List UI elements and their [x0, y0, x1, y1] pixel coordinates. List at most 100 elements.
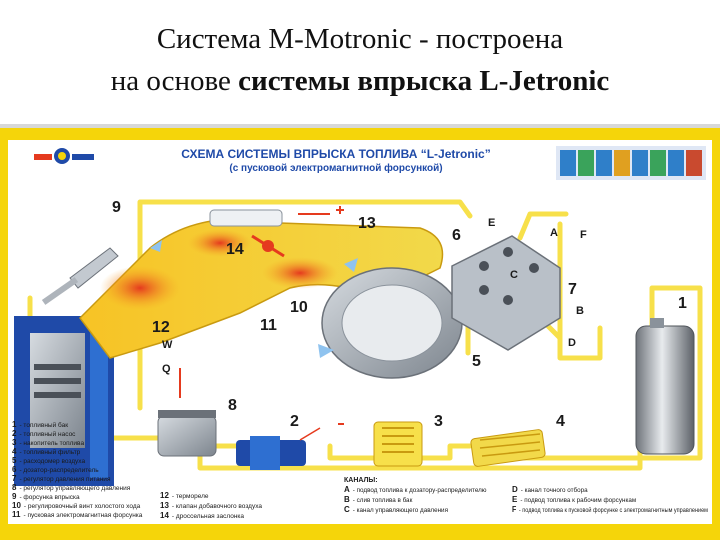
letter-e: E	[488, 217, 495, 229]
legend-mid-num: 13	[160, 501, 169, 510]
fuel-injection-poster: СХЕМА СИСТЕМЫ ВПРЫСКА ТОПЛИВА “L-Jetroni…	[0, 128, 720, 540]
svg-text:13- клапан добавочного воздуха: 13- клапан добавочного воздуха	[160, 501, 262, 510]
fuel-distributor	[451, 235, 561, 351]
callout-10: 10	[290, 299, 308, 316]
legend-left-num: 4	[12, 447, 17, 456]
fuel-pump	[236, 427, 321, 470]
svg-text:10- регулировочный винт холост: 10- регулировочный винт холостого хода	[12, 501, 141, 510]
poster-logo	[34, 148, 94, 164]
svg-text:A- подвод топлива к дозатору-р: A- подвод топлива к дозатору-распределит…	[344, 485, 487, 494]
legend-left-text: - регулятор управляющего давления	[19, 485, 130, 492]
callout-numbers: 1 2 3 4 5 6 7 8 9 10 11 12 13 14	[112, 199, 687, 430]
letter-w: W	[162, 339, 173, 351]
poster-header-line-2: (с пусковой электромагнитной форсункой)	[229, 162, 442, 174]
callout-14: 14	[226, 241, 244, 258]
warm-up-regulator	[157, 410, 217, 457]
legend-mid-num: 14	[160, 511, 169, 520]
legend-right-title: КАНАЛЫ:	[344, 477, 378, 484]
legend-mid-num: 12	[160, 491, 169, 500]
callout-7: 7	[568, 281, 577, 298]
svg-text:7- регулятор давления питания: 7- регулятор давления питания	[12, 474, 111, 483]
legend-right-text: - подвод топлива к рабочим форсункам	[520, 496, 636, 504]
legend-left-num: 9	[12, 492, 17, 501]
legend-mid: 12- термореле 13- клапан добавочного воз…	[160, 491, 262, 520]
legend-left-text: - регулировочный винт холостого хода	[24, 502, 141, 510]
svg-text:8- регулятор управляющего давл: 8- регулятор управляющего давления	[12, 483, 131, 492]
callout-6: 6	[452, 227, 461, 244]
legend-left-num: 11	[12, 510, 21, 519]
callout-2: 2	[290, 413, 299, 430]
legend-left-num: 5	[12, 456, 17, 465]
legend-left-text: - топливный бак	[19, 421, 68, 429]
letter-b: B	[576, 305, 584, 317]
title-line-1: Система M-Motronic - построена	[156, 23, 564, 55]
svg-text:3- накопитель топлива: 3- накопитель топлива	[12, 438, 84, 447]
legend-right-num: C	[344, 505, 350, 514]
legend-left-num: 8	[12, 483, 17, 492]
callout-11: 11	[260, 317, 277, 334]
svg-text:9- форсунка впрыска: 9- форсунка впрыска	[12, 492, 80, 501]
letter-c: C	[510, 269, 518, 281]
legend-mid-text: - клапан добавочного воздуха	[172, 502, 262, 510]
legend-left-num: 6	[12, 465, 17, 474]
title-line-2: на основе системы впрыска L-Jetronic	[0, 60, 720, 102]
svg-text:5- расходомер воздуха: 5- расходомер воздуха	[12, 456, 85, 465]
letter-a: A	[550, 227, 558, 239]
legend-right-text: - подвод топлива к дозатору-распределите…	[353, 487, 487, 494]
legend-right-text: - подвод топлива к пусковой форсунке с э…	[519, 506, 708, 514]
channel-letters: A B C D E F Q W	[162, 217, 587, 375]
svg-text:E- подвод топлива к рабочим фо: E- подвод топлива к рабочим форсункам	[512, 495, 636, 504]
title-line-2-bold: системы впрыска L-Jetronic	[238, 65, 610, 97]
throttle-valve	[251, 234, 285, 258]
engine-cylinder	[14, 316, 114, 486]
legend-mid-text: - дроссельная заслонка	[172, 513, 245, 520]
legend-left-text: - форсунка впрыска	[19, 494, 80, 501]
letter-q: Q	[162, 363, 171, 375]
fuel-filter	[470, 429, 546, 467]
svg-text:1- топливный бак: 1- топливный бак	[12, 420, 68, 429]
callout-4: 4	[556, 413, 565, 430]
legend-left-text: - регулятор давления питания	[19, 476, 110, 483]
intake-manifold	[79, 218, 444, 359]
callout-5: 5	[472, 353, 481, 370]
auxiliary-air-valve	[209, 209, 283, 227]
legend-right-num: A	[344, 485, 350, 494]
legend-right-num: F	[512, 505, 516, 514]
svg-text:4- топливный фильтр: 4- топливный фильтр	[12, 447, 81, 456]
slide-title: Система M-Motronic - построена на основе…	[0, 18, 720, 102]
callout-12: 12	[152, 319, 170, 336]
legend-mid-text: - термореле	[172, 493, 209, 500]
legend-left-num: 3	[12, 438, 17, 447]
legend-left-text: - топливный фильтр	[19, 448, 80, 456]
callout-1: 1	[678, 295, 687, 312]
legend-right: КАНАЛЫ: A- подвод топлива к дозатору-рас…	[344, 477, 708, 514]
legend-left-num: 10	[12, 501, 21, 510]
poster-header-line-1: СХЕМА СИСТЕМЫ ВПРЫСКА ТОПЛИВА “L-Jetroni…	[181, 147, 490, 161]
legend-right-num: B	[344, 495, 350, 504]
svg-text:12- термореле: 12- термореле	[160, 491, 209, 500]
poster-book-thumbnails	[556, 146, 706, 180]
svg-text:C- канал управляющего давления: C- канал управляющего давления	[344, 505, 448, 514]
title-line-2-prefix: на основе	[110, 65, 239, 97]
legend-right-text: - канал управляющего давления	[353, 507, 448, 514]
legend-left-num: 7	[12, 474, 17, 483]
legend-left-text: - пусковая электромагнитная форсунка	[23, 512, 142, 519]
legend-left-text: - накопитель топлива	[19, 440, 84, 447]
svg-text:F- подвод топлива к пусковой ф: F- подвод топлива к пусковой форсунке с …	[512, 505, 708, 514]
callout-9: 9	[112, 199, 121, 216]
letter-d: D	[568, 337, 576, 349]
legend-right-text: - канал точного отбора	[521, 486, 588, 494]
legend-right-num: E	[512, 495, 518, 504]
svg-text:2- топливный насос: 2- топливный насос	[12, 429, 76, 438]
svg-text:6- дозатор-распределитель: 6- дозатор-распределитель	[12, 465, 99, 474]
air-flow-sensor	[321, 267, 463, 379]
legend-left: 1- топливный бак 2- топливный насос 3- н…	[12, 420, 143, 519]
fuel-accumulator	[373, 421, 423, 467]
legend-right-num: D	[512, 485, 518, 494]
poster-diagram: СХЕМА СИСТЕМЫ ВПРЫСКА ТОПЛИВА “L-Jetroni…	[0, 128, 720, 540]
svg-text:14- дроссельная заслонка: 14- дроссельная заслонка	[160, 511, 244, 520]
legend-left-text: - расходомер воздуха	[19, 458, 85, 465]
legend-left-num: 1	[12, 420, 17, 429]
svg-text:11- пусковая электромагнитная: 11- пусковая электромагнитная форсунка	[12, 510, 143, 519]
electrical-marks	[179, 206, 344, 425]
